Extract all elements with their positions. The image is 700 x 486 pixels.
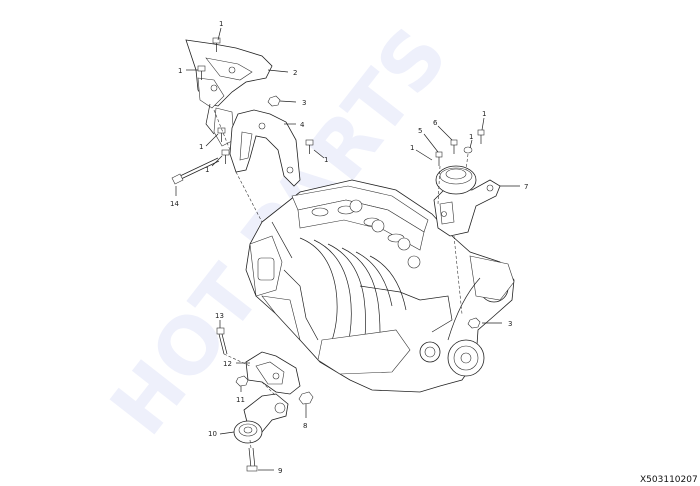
callout-7: 7	[524, 183, 528, 191]
bolt	[305, 139, 314, 154]
upper-left-mount-bracket	[185, 39, 273, 147]
nut	[467, 317, 481, 329]
diagram-code: X503110207	[640, 475, 698, 485]
bolt	[197, 65, 206, 80]
bolt	[450, 139, 458, 154]
callout-1: 1	[410, 144, 414, 152]
callout-2: 2	[293, 69, 297, 77]
bolt	[212, 37, 221, 52]
callout-1: 1	[469, 133, 473, 141]
callout-12: 12	[223, 360, 232, 368]
long-bolt	[171, 157, 220, 185]
bolt	[246, 447, 258, 472]
long-bolt	[216, 327, 228, 355]
pulley-assembly	[419, 255, 515, 377]
callout-1: 1	[205, 166, 209, 174]
callout-4: 4	[300, 121, 305, 129]
callout-10: 10	[208, 430, 217, 438]
callout-8: 8	[303, 422, 307, 430]
leader-lines	[175, 27, 520, 471]
mount-plate	[229, 109, 301, 187]
callout-14: 14	[170, 200, 179, 208]
right-engine-mount	[433, 129, 501, 329]
bolt	[217, 127, 226, 142]
intake-manifold	[299, 237, 411, 375]
callout-1: 1	[324, 156, 328, 164]
callout-11: 11	[236, 396, 245, 404]
callout-labels: 1 1 2 3 4 1 1 1 14 6 5 1 1 1 7 3 13 12 1…	[170, 20, 528, 475]
callout-1: 1	[219, 20, 223, 28]
callout-9: 9	[278, 467, 282, 475]
assembly-guide-lines	[213, 109, 469, 449]
callout-13: 13	[215, 312, 224, 320]
bolt	[477, 129, 485, 144]
bolt	[435, 151, 443, 166]
nut	[267, 95, 281, 107]
callout-3: 3	[508, 320, 512, 328]
callout-3: 3	[302, 99, 306, 107]
washer	[463, 146, 473, 154]
bolt	[221, 149, 230, 164]
callout-1: 1	[199, 143, 203, 151]
upper-left-fasteners	[171, 37, 314, 185]
callout-1: 1	[482, 110, 486, 118]
callout-6: 6	[433, 119, 438, 127]
callout-5: 5	[418, 127, 422, 135]
lower-engine-mount	[216, 327, 314, 472]
spark-plug-row	[311, 199, 421, 269]
callout-1: 1	[178, 67, 182, 75]
